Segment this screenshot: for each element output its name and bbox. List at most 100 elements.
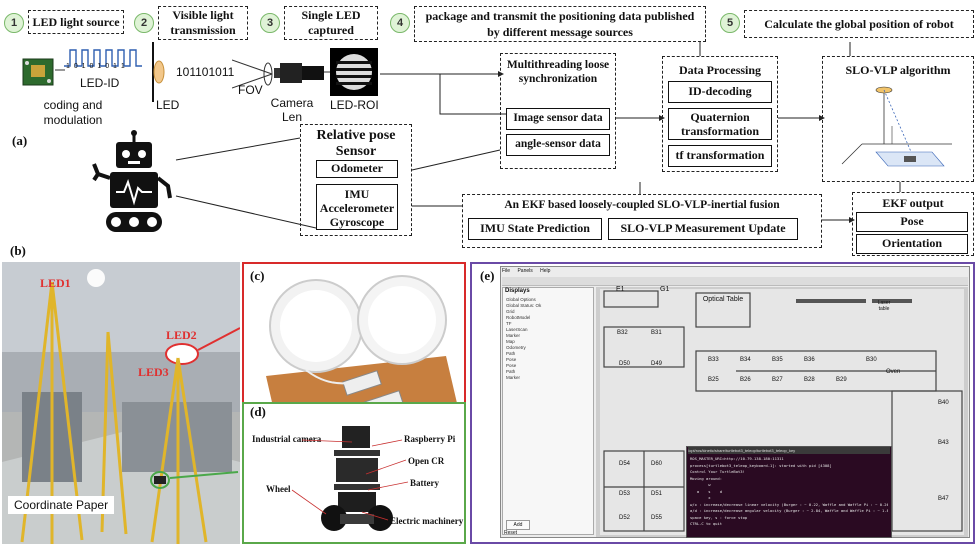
coding-label: coding and modulation — [43, 98, 103, 127]
raspberry-pi-label: Raspberry Pi — [404, 434, 456, 444]
rviz-reset-button[interactable]: Reset — [504, 530, 518, 536]
menu-file[interactable]: File — [502, 268, 511, 274]
terminal-line: space key, s : force stop — [690, 514, 748, 520]
terminal-output: ROS_MASTER_URI=http://10.79.138.180:1131… — [690, 456, 888, 528]
menu-panels[interactable]: Panels — [517, 268, 533, 274]
tree-item[interactable]: Grid — [506, 309, 515, 314]
tree-item[interactable]: Global Options — [506, 297, 536, 302]
tree-item[interactable]: TF — [506, 321, 512, 326]
tree-item[interactable]: Odometry — [506, 345, 526, 350]
industrial-camera-label: Industrial camera — [252, 434, 322, 444]
step-3-number: 3 — [260, 13, 280, 33]
menu-help[interactable]: Help — [540, 268, 551, 274]
arrow-icon — [55, 69, 65, 71]
orientation-box: Orientation — [856, 234, 968, 254]
led3-label: LED3 — [138, 365, 169, 379]
wheel-label: Wheel — [266, 484, 291, 494]
relative-pose-title: Relative pose Sensor — [316, 128, 396, 159]
map-room-d50: D50 — [619, 361, 631, 367]
map-room-b32: B32 — [617, 330, 628, 336]
panel-c-label: (c) — [250, 268, 265, 283]
quaternion-box: Quaternion transformation — [668, 108, 772, 140]
step-1-label: LED light source — [28, 10, 124, 34]
pulse-waveform — [64, 49, 142, 67]
tree-item[interactable]: Path — [506, 369, 516, 374]
tree-item[interactable]: Marker — [506, 375, 521, 380]
camera-label: Camera Len — [270, 96, 314, 124]
led-id-label: LED-ID — [80, 76, 120, 90]
terminal-line: Moving around: — [690, 475, 723, 481]
panel-a-label: (a) — [12, 133, 28, 148]
battery-label: Battery — [410, 478, 439, 488]
map-room-b43: B43 — [938, 440, 949, 446]
terminal-line: w — [690, 482, 711, 487]
map-room-b33: B33 — [708, 357, 719, 363]
slo-vlp-geometry-figure — [841, 86, 952, 167]
processing-title: Data Processing — [678, 63, 762, 77]
fov-cone — [232, 59, 273, 89]
tree-item[interactable]: Marker — [506, 333, 521, 338]
tree-item[interactable]: RobotModel — [506, 315, 531, 320]
led2-label: LED2 — [166, 328, 197, 342]
terminal-line: process[turtlebot3_teleop_keyboard-1]: s… — [690, 462, 832, 468]
slo-vlp-update-box: SLO-VLP Measurement Update — [608, 218, 798, 240]
map-room-b35: B35 — [772, 357, 783, 363]
terminal-line: x — [690, 495, 711, 500]
tree-item[interactable]: Pose — [506, 363, 517, 368]
terminal-line: Control Your TurtleBot3! — [690, 469, 745, 474]
id-decoding-box: ID-decoding — [668, 81, 772, 103]
map-room-d51: D51 — [651, 491, 663, 497]
tree-item[interactable]: Path — [506, 351, 516, 356]
map-label-e1: E1 — [616, 286, 625, 293]
imu-box: IMU Accelerometer Gyroscope — [316, 184, 398, 230]
rviz-toolbar — [502, 277, 968, 286]
terminal-window — [686, 446, 892, 538]
map-room-b31: B31 — [651, 330, 662, 336]
slo-vlp-title: SLO-VLP algorithm — [845, 63, 951, 77]
panel-b-label: (b) — [10, 243, 26, 258]
led-roi-image — [330, 48, 378, 96]
map-room-d54: D54 — [619, 461, 631, 467]
tf-box: tf transformation — [668, 145, 772, 167]
image-sensor-box: Image sensor data — [506, 108, 610, 130]
angle-sensor-box: angle-sensor data — [506, 134, 610, 156]
electric-machinery-label: Electric machinery — [390, 516, 464, 526]
map-room-d52: D52 — [619, 515, 631, 521]
rviz-add-button[interactable]: Add — [506, 520, 530, 530]
imu-prediction-box: IMU State Prediction — [468, 218, 602, 240]
pose-box: Pose — [856, 212, 968, 232]
map-room-b40: B40 — [938, 400, 949, 406]
led1-label: LED1 — [40, 276, 71, 290]
bit-sequence: 101101011 — [176, 65, 235, 79]
map-room-b28: B28 — [804, 377, 815, 383]
step-2-label: Visible light transmission — [158, 6, 248, 40]
map-room-d55: D55 — [651, 515, 663, 521]
map-room-b34: B34 — [740, 357, 751, 363]
tree-item[interactable]: Pose — [506, 357, 517, 362]
bit-sequence-small: 1 0 1 0 1 0 1 1 — [66, 63, 126, 70]
step-1-number: 1 — [4, 13, 24, 33]
tree-item[interactable]: Map — [506, 339, 515, 344]
opencr-label: Open CR — [408, 456, 445, 466]
map-room-b29: B29 — [836, 377, 847, 383]
map-room-b30: B30 — [866, 357, 877, 363]
tree-item[interactable]: Global Status: Ok — [506, 303, 542, 308]
terminal-line: a s d — [690, 488, 723, 494]
rviz-displays-title: Displays — [505, 288, 530, 294]
step-2-number: 2 — [134, 13, 154, 33]
terminal-line: ROS_MASTER_URI=http://10.79.138.180:1131… — [690, 456, 784, 461]
map-room-b27: B27 — [772, 377, 783, 383]
terminal-line: CTRL-C to quit — [690, 521, 723, 526]
tree-item[interactable]: LaserScan — [506, 327, 528, 332]
camera-icon — [274, 63, 324, 83]
rviz-display-tree: Global Options Global Status: Ok Grid Ro… — [506, 297, 592, 381]
terminal-line: a/d : increase/decrease angular velocity… — [690, 508, 888, 513]
map-room-d49: D49 — [651, 361, 663, 367]
map-room-b36: B36 — [804, 357, 815, 363]
map-room-d53: D53 — [619, 491, 631, 497]
led-label: LED — [156, 98, 180, 112]
step-4-number: 4 — [390, 13, 410, 33]
step-5-label: Calculate the global position of robot — [744, 10, 974, 38]
panel-e-label: (e) — [480, 268, 495, 283]
terminal-line: w/x : increase/decrease linear velocity … — [690, 501, 888, 507]
